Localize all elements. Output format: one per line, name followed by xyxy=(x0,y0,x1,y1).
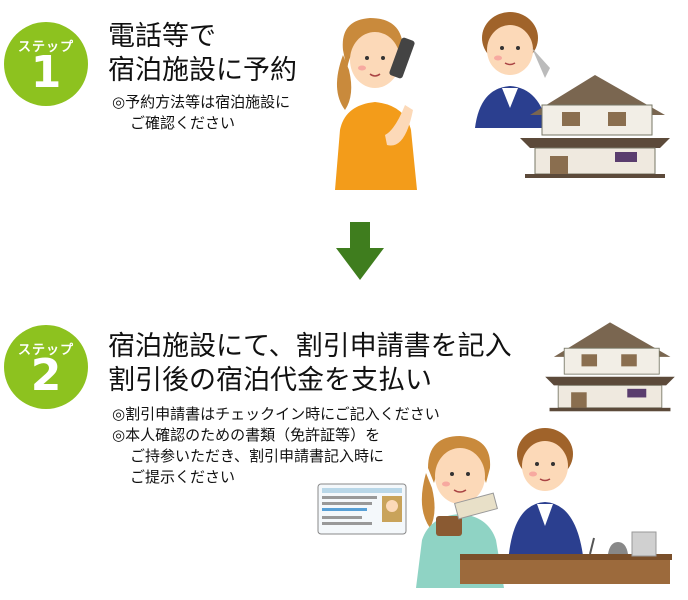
step2-note-line1: ◎割引申請書はチェックイン時にご記入ください xyxy=(112,405,440,423)
step2-notes: ◎割引申請書はチェックイン時にご記入ください ◎本人確認のための書類（免許証等）… xyxy=(112,404,440,488)
step2-title-line2: 割引後の宿泊代金を支払い xyxy=(108,365,432,396)
front-desk-illustration xyxy=(460,531,672,584)
step1-number: 1 xyxy=(30,47,62,98)
inn-building-illustration xyxy=(520,75,670,178)
step2-title: 宿泊施設にて、割引申請書を記入 割引後の宿泊代金を支払い xyxy=(108,330,512,398)
woman-phone-illustration xyxy=(335,18,417,190)
step2-title-line1: 宿泊施設にて、割引申請書を記入 xyxy=(108,331,512,362)
step2-badge: ステップ 2 xyxy=(4,325,88,409)
step1-title: 電話等で 宿泊施設に予約 xyxy=(108,20,297,88)
step2-note-line2: ◎本人確認のための書類（免許証等）を xyxy=(112,426,381,444)
step2-number: 2 xyxy=(30,350,62,401)
license-card-illustration xyxy=(317,483,407,535)
step1-badge-label: ステップ xyxy=(17,40,74,55)
step1-title-line1: 電話等で xyxy=(108,21,216,52)
step1-notes: ◎予約方法等は宿泊施設に ご確認ください xyxy=(112,92,290,134)
step1-note-line2: ご確認ください xyxy=(130,114,236,132)
front-desk-clerk-illustration xyxy=(508,428,584,564)
step2-note-line4: ご提示ください xyxy=(130,468,236,486)
down-arrow-icon xyxy=(336,222,384,280)
step2-badge-label: ステップ xyxy=(17,343,74,358)
guest-illustration xyxy=(416,436,504,588)
step2-note-line3: ご持参いただき、割引申請書記入時に xyxy=(130,447,384,465)
step1-badge: ステップ 1 xyxy=(4,22,88,106)
step1-note-line1: ◎予約方法等は宿泊施設に xyxy=(112,93,291,111)
step1-title-line2: 宿泊施設に予約 xyxy=(108,55,297,86)
inn-building-illustration xyxy=(545,322,675,412)
receptionist-phone-illustration xyxy=(475,12,550,128)
